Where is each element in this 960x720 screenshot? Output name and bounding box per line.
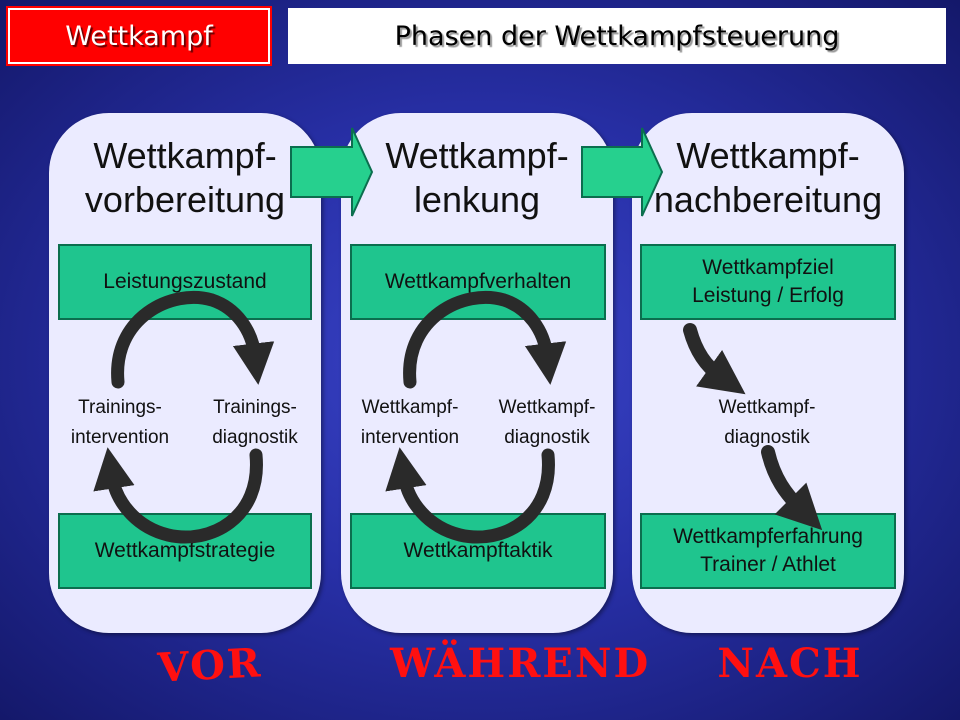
label-line2: intervention <box>70 427 170 448</box>
label-line2: intervention <box>360 427 460 448</box>
phase-title-vorbereitung: Wettkampf- vorbereitung <box>49 134 321 222</box>
phase-title-line1: Wettkampf- <box>676 135 860 176</box>
label-trainings-diagnostik: Trainings- diagnostik <box>190 393 320 453</box>
label-line1: Wettkampf- <box>498 397 596 418</box>
label-wettkampf-diagnostik-3: Wettkampf- diagnostik <box>682 393 852 453</box>
label-line1: Wettkampf- <box>361 397 459 418</box>
phase-title-lenkung: Wettkampf- lenkung <box>341 134 613 222</box>
box-label-line2: Trainer / Athlet <box>700 553 836 576</box>
phase-title-line2: lenkung <box>413 179 541 220</box>
box-wettkampfverhalten: Wettkampfverhalten <box>350 244 606 320</box>
label-line2: diagnostik <box>212 427 298 448</box>
box-label: Wettkampfverhalten <box>384 270 572 293</box>
box-label: Wettkampfstrategie <box>94 539 276 562</box>
phase-title-line2: nachbereitung <box>653 179 883 220</box>
down-arrow-icon <box>683 323 746 395</box>
label-line1: Wettkampf- <box>718 397 816 418</box>
box-label-line1: Wettkampferfahrung <box>673 525 863 548</box>
label-line2: diagnostik <box>724 427 810 448</box>
label-line1: Trainings- <box>213 397 297 418</box>
box-label: Leistungszustand <box>103 270 267 293</box>
slide-title: Phasen der Wettkampfsteuerung <box>394 20 840 52</box>
box-wettkampftaktik: Wettkampftaktik <box>350 513 606 589</box>
cycle-arrow-icon <box>385 447 555 544</box>
label-wettkampf-diagnostik-2: Wettkampf- diagnostik <box>480 393 614 453</box>
box-wettkampfstrategie: Wettkampfstrategie <box>58 513 312 589</box>
phase-label-nach: NACH <box>717 640 863 687</box>
arrow-right-icon <box>290 127 374 217</box>
box-wettkampfziel: Wettkampfziel Leistung / Erfolg <box>640 244 896 320</box>
cycle-arrow-icon <box>111 290 275 389</box>
box-leistungszustand: Leistungszustand <box>58 244 312 320</box>
phase-label-vor: VOR <box>156 639 264 692</box>
cycle-arrow-icon <box>93 447 263 544</box>
phase-title-nachbereitung: Wettkampf- nachbereitung <box>632 134 904 222</box>
phase-title-line2: vorbereitung <box>84 179 286 220</box>
phase-title-line1: Wettkampf- <box>93 135 277 176</box>
label-line1: Trainings- <box>78 397 162 418</box>
section-tag-label: Wettkampf <box>65 20 213 52</box>
box-label-line1: Wettkampfziel <box>702 256 834 279</box>
cycle-arrow-icon <box>403 290 567 389</box>
label-trainings-intervention: Trainings- intervention <box>50 393 190 453</box>
section-tag: Wettkampf <box>6 6 272 66</box>
label-line2: diagnostik <box>504 427 590 448</box>
arrow-right-icon <box>581 127 664 217</box>
box-wettkampferfahrung: Wettkampferfahrung Trainer / Athlet <box>640 513 896 589</box>
label-wettkampf-intervention: Wettkampf- intervention <box>340 393 480 453</box>
down-arrow-icon <box>761 445 823 531</box>
box-label-line2: Leistung / Erfolg <box>692 284 844 307</box>
phase-title-line1: Wettkampf- <box>385 135 569 176</box>
box-label: Wettkampftaktik <box>403 539 553 562</box>
phase-label-waehrend: WÄHREND <box>390 640 651 687</box>
title-bar: Phasen der Wettkampfsteuerung <box>288 8 946 64</box>
